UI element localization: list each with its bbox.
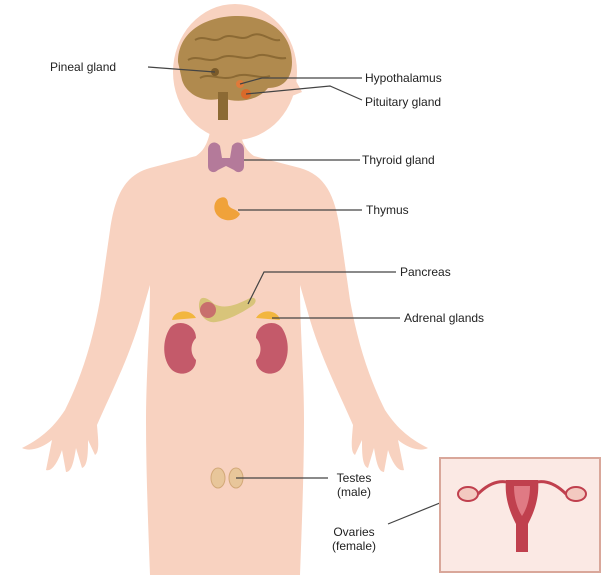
label-adrenal-glands: Adrenal glands: [404, 311, 484, 325]
label-testes-name: Testes: [326, 471, 382, 485]
label-pancreas: Pancreas: [400, 265, 451, 279]
label-ovaries-sex: (female): [322, 539, 386, 553]
label-ovaries-name: Ovaries: [322, 525, 386, 539]
label-hypothalamus: Hypothalamus: [365, 71, 442, 85]
torso: [22, 118, 428, 575]
label-ovaries: Ovaries (female): [322, 525, 386, 553]
ovaries-inset: [440, 458, 600, 572]
label-testes-sex: (male): [326, 485, 382, 499]
label-pineal-gland: Pineal gland: [50, 60, 116, 74]
ovary-right: [566, 487, 586, 501]
kidney-left: [164, 323, 196, 374]
pancreas-duodenum: [200, 302, 216, 318]
label-testes: Testes (male): [326, 471, 382, 499]
label-thymus: Thymus: [366, 203, 409, 217]
kidney-right: [256, 323, 288, 374]
label-pituitary-gland: Pituitary gland: [365, 95, 441, 109]
label-thyroid-gland: Thyroid gland: [362, 153, 435, 167]
ovary-left: [458, 487, 478, 501]
